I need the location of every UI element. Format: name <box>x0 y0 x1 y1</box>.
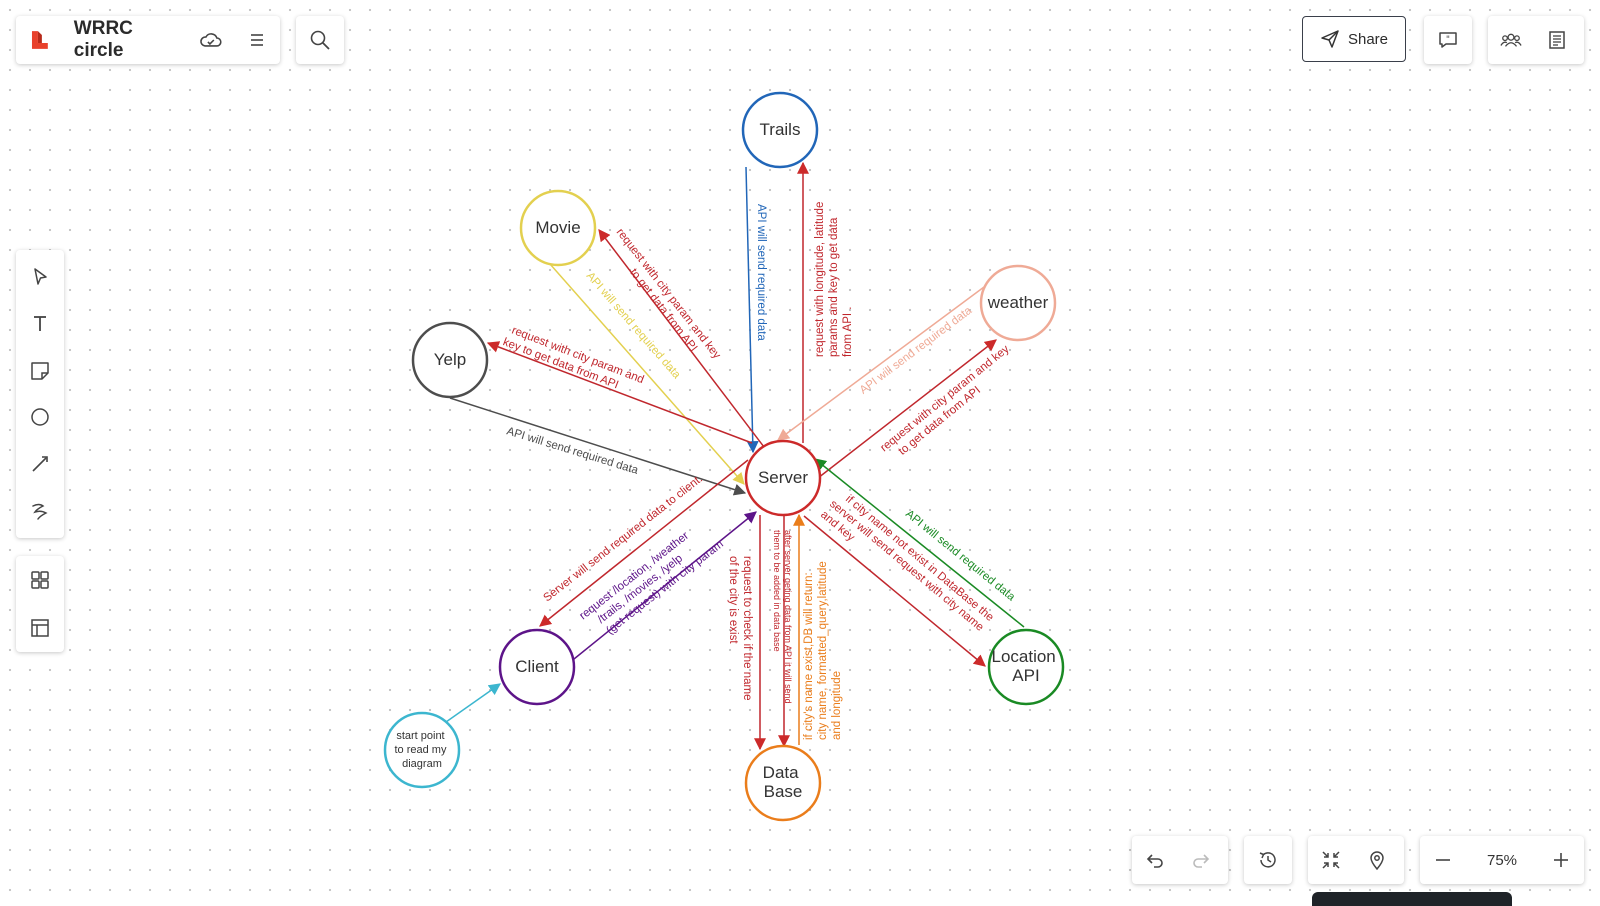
edge-weather-to-server[interactable] <box>777 286 985 441</box>
send-icon <box>1321 30 1339 48</box>
label-yelp-response: API will send required data <box>505 425 640 477</box>
edge-server-to-client[interactable] <box>539 459 749 627</box>
edge-yelp-to-server[interactable] <box>449 397 747 496</box>
label-client-to-server: request /location, /weather /trails, /mo… <box>577 516 725 644</box>
cursor-icon <box>34 268 47 286</box>
node-weather[interactable]: weather <box>979 264 1057 342</box>
node-location-label: Location API <box>991 647 1060 685</box>
label-yelp-request: request with city param and key to get d… <box>501 323 648 400</box>
title-panel: WRRC circle <box>16 16 280 64</box>
node-trails[interactable]: Trails <box>741 91 819 169</box>
zoom-in-button[interactable] <box>1538 837 1584 883</box>
circle-shape-icon <box>31 408 49 427</box>
node-server-label: Server <box>758 468 808 487</box>
comment-button[interactable]: " <box>1424 16 1472 64</box>
bottom-panel-tab[interactable] <box>1312 892 1512 906</box>
select-tool[interactable] <box>17 254 63 300</box>
node-movie[interactable]: Movie <box>519 189 597 267</box>
notes-icon <box>1549 31 1565 49</box>
collaborators-button[interactable] <box>1488 17 1534 63</box>
grid-apps-icon <box>31 571 49 589</box>
zoom-panel: 75% <box>1420 836 1584 884</box>
extras-toolbar <box>16 556 64 652</box>
location-pin-icon <box>1370 851 1384 871</box>
text-icon <box>34 316 46 331</box>
zoom-out-icon <box>1436 859 1450 861</box>
cloud-saved-icon <box>199 33 222 47</box>
zoom-in-icon <box>1554 853 1568 867</box>
edge-client-to-server[interactable] <box>573 511 757 660</box>
node-start-point[interactable]: start point to read my diagram <box>383 711 461 789</box>
edge-movie-to-server[interactable] <box>549 263 745 485</box>
logo-icon[interactable] <box>30 29 50 51</box>
pen-scribble-icon <box>32 503 48 520</box>
notes-button[interactable] <box>1534 17 1580 63</box>
label-trails-response: API will send required data <box>755 204 767 341</box>
edge-location-to-server[interactable] <box>814 458 1025 628</box>
edge-server-to-yelp[interactable] <box>486 341 753 444</box>
node-location-api[interactable]: Location API <box>987 628 1065 706</box>
label-database-add: after server geting data from API it wil… <box>772 530 793 706</box>
edges <box>445 161 1025 751</box>
node-movie-label: Movie <box>535 218 580 237</box>
node-database[interactable]: Data Base <box>744 744 822 822</box>
search-button[interactable] <box>296 16 344 64</box>
zoom-level[interactable]: 75% <box>1486 851 1518 869</box>
line-tool[interactable] <box>17 441 63 487</box>
edge-server-to-location[interactable] <box>803 515 986 667</box>
templates-tool[interactable] <box>17 557 63 603</box>
collaboration-panel <box>1488 16 1584 64</box>
node-yelp[interactable]: Yelp <box>411 321 489 399</box>
frame-layout-icon <box>31 619 49 637</box>
node-start-label: start point to read my diagram <box>394 730 449 770</box>
line-icon <box>32 456 48 472</box>
label-database-check: request to check if the name of the city… <box>727 556 753 704</box>
node-weather-label: weather <box>987 293 1049 312</box>
edge-server-to-movie[interactable] <box>598 229 765 448</box>
label-trails-request: request with longitude, latitude params … <box>814 198 854 357</box>
label-database-return: if city's name exist,DB will return: cit… <box>803 558 843 740</box>
sticky-note-icon <box>31 361 49 380</box>
comment-icon: " <box>1439 32 1457 48</box>
tools-toolbar <box>16 250 64 538</box>
fit-screen-button[interactable] <box>1308 837 1354 883</box>
redo-icon <box>1193 854 1210 868</box>
shape-tool[interactable] <box>17 394 63 440</box>
share-button[interactable]: Share <box>1302 16 1406 62</box>
node-trails-label: Trails <box>760 120 801 139</box>
undo-button[interactable] <box>1132 837 1178 883</box>
nodes: Trails Movie weather Yelp Server Client … <box>383 91 1065 822</box>
edge-start-to-client[interactable] <box>445 683 501 723</box>
node-client-label: Client <box>515 657 559 676</box>
sticky-note-tool[interactable] <box>17 348 63 394</box>
frame-tool[interactable] <box>17 605 63 651</box>
undo-redo-panel <box>1132 836 1228 884</box>
menu-button[interactable] <box>234 17 280 63</box>
redo-button[interactable] <box>1178 837 1224 883</box>
history-button[interactable] <box>1244 836 1292 884</box>
menu-icon <box>251 34 264 46</box>
edge-trails-to-server[interactable] <box>745 166 759 454</box>
share-label: Share <box>1347 30 1389 48</box>
history-icon <box>1259 852 1276 868</box>
zoom-out-button[interactable] <box>1420 837 1466 883</box>
collaborators-icon <box>1500 33 1522 47</box>
node-client[interactable]: Client <box>498 628 576 706</box>
view-panel <box>1308 836 1404 884</box>
search-icon <box>310 30 330 50</box>
node-database-label: Data Base <box>763 763 804 801</box>
undo-icon <box>1146 854 1163 868</box>
svg-text:": " <box>1446 35 1450 45</box>
locate-button[interactable] <box>1354 837 1400 883</box>
document-title[interactable]: WRRC circle <box>73 18 133 61</box>
fit-screen-icon <box>1322 851 1340 869</box>
node-server[interactable]: Server <box>744 439 822 517</box>
node-yelp-label: Yelp <box>434 350 466 369</box>
pen-tool[interactable] <box>17 488 63 534</box>
edge-server-to-weather[interactable] <box>817 339 997 479</box>
text-tool[interactable] <box>17 301 63 347</box>
